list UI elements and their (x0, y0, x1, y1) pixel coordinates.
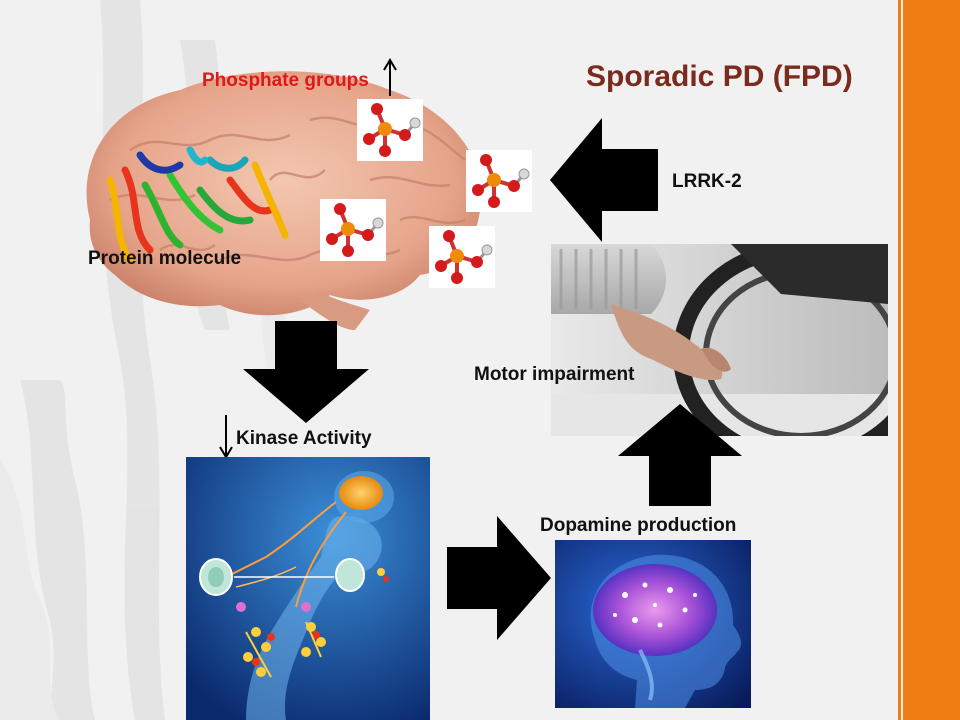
lrrk2-arrow (550, 118, 658, 242)
phosphate-molecule-icon (466, 150, 532, 212)
kinase-activity-label: Kinase Activity (236, 428, 372, 449)
motor-impairment-label: Motor impairment (474, 364, 635, 385)
human-body-illustration (186, 457, 430, 720)
increase-arrow-icon (383, 58, 397, 96)
right-flow-arrow (447, 516, 551, 640)
protein-molecule-label: Protein molecule (88, 248, 242, 269)
wheelchair-photo (551, 244, 888, 436)
down-flow-arrow (243, 321, 369, 423)
up-flow-arrow (618, 404, 742, 506)
brain-scan-image (555, 540, 751, 708)
brain-protein-image (86, 71, 482, 330)
accent-side-bar (898, 0, 960, 720)
lrrk2-label: LRRK-2 (672, 171, 742, 192)
phosphate-groups-label: Phosphate groups (202, 70, 369, 91)
phosphate-molecule-icon (429, 226, 495, 288)
slide-title: Sporadic PD (FPD) (586, 60, 853, 93)
phosphate-molecule-icon (320, 199, 386, 261)
decrease-arrow-icon (219, 415, 233, 459)
dopamine-production-label: Dopamine production (540, 515, 737, 536)
accent-stripe (901, 0, 903, 720)
phosphate-molecule-icon (357, 99, 423, 161)
